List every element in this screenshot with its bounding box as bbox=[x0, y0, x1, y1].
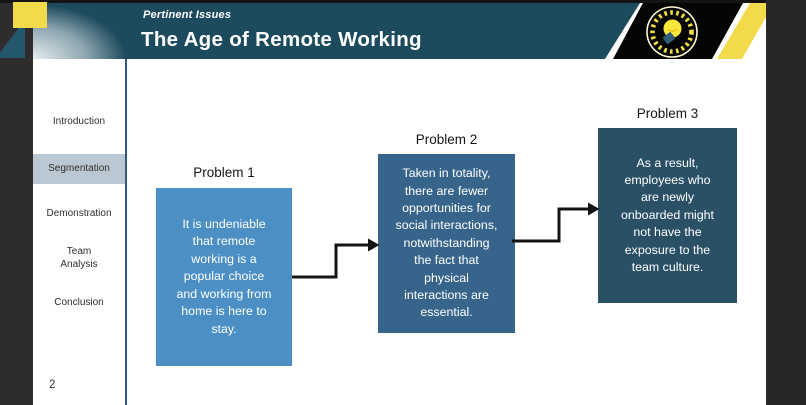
lightbulb-icon bbox=[646, 6, 698, 58]
arrow-1-to-2 bbox=[292, 243, 369, 279]
sidebar-item-team-analysis[interactable]: Team Analysis bbox=[60, 246, 98, 270]
app-background-right bbox=[766, 0, 806, 405]
problem-2-box: Taken in totality, there are fewer oppor… bbox=[378, 154, 515, 333]
arrow-2-to-3 bbox=[512, 207, 589, 243]
header-gradient bbox=[33, 3, 141, 59]
corner-yellow-square bbox=[13, 2, 47, 28]
problem-1-title: Problem 1 bbox=[193, 165, 255, 180]
problem-2-body: Taken in totality, there are fewer oppor… bbox=[395, 166, 498, 320]
sidebar-divider-line bbox=[125, 59, 127, 405]
slide-page-number: 2 bbox=[49, 379, 56, 391]
problem-1-box: It is undeniable that remote working is … bbox=[156, 188, 292, 366]
problem-3-body: As a result, employees who are newly onb… bbox=[621, 155, 714, 275]
problem-3-title: Problem 3 bbox=[636, 106, 699, 121]
page-title: The Age of Remote Working bbox=[141, 28, 422, 51]
problem-2-title: Problem 2 bbox=[415, 132, 478, 147]
app-background-left bbox=[0, 0, 33, 405]
sidebar-nav: Introduction Segmentation Demonstration … bbox=[33, 59, 125, 405]
problem-3-box: As a result, employees who are newly onb… bbox=[598, 128, 737, 303]
header-eyebrow: Pertinent Issues bbox=[143, 9, 232, 21]
sidebar-item-segmentation-active[interactable]: Segmentation bbox=[33, 154, 125, 184]
sidebar-item-demonstration[interactable]: Demonstration bbox=[46, 208, 112, 219]
problem-1-body: It is undeniable that remote working is … bbox=[176, 217, 272, 336]
sidebar-item-conclusion[interactable]: Conclusion bbox=[54, 297, 104, 308]
slide-header: Pertinent Issues The Age of Remote Worki… bbox=[33, 3, 766, 59]
sidebar-item-introduction[interactable]: Introduction bbox=[52, 116, 106, 127]
slide-top-border bbox=[0, 0, 766, 3]
